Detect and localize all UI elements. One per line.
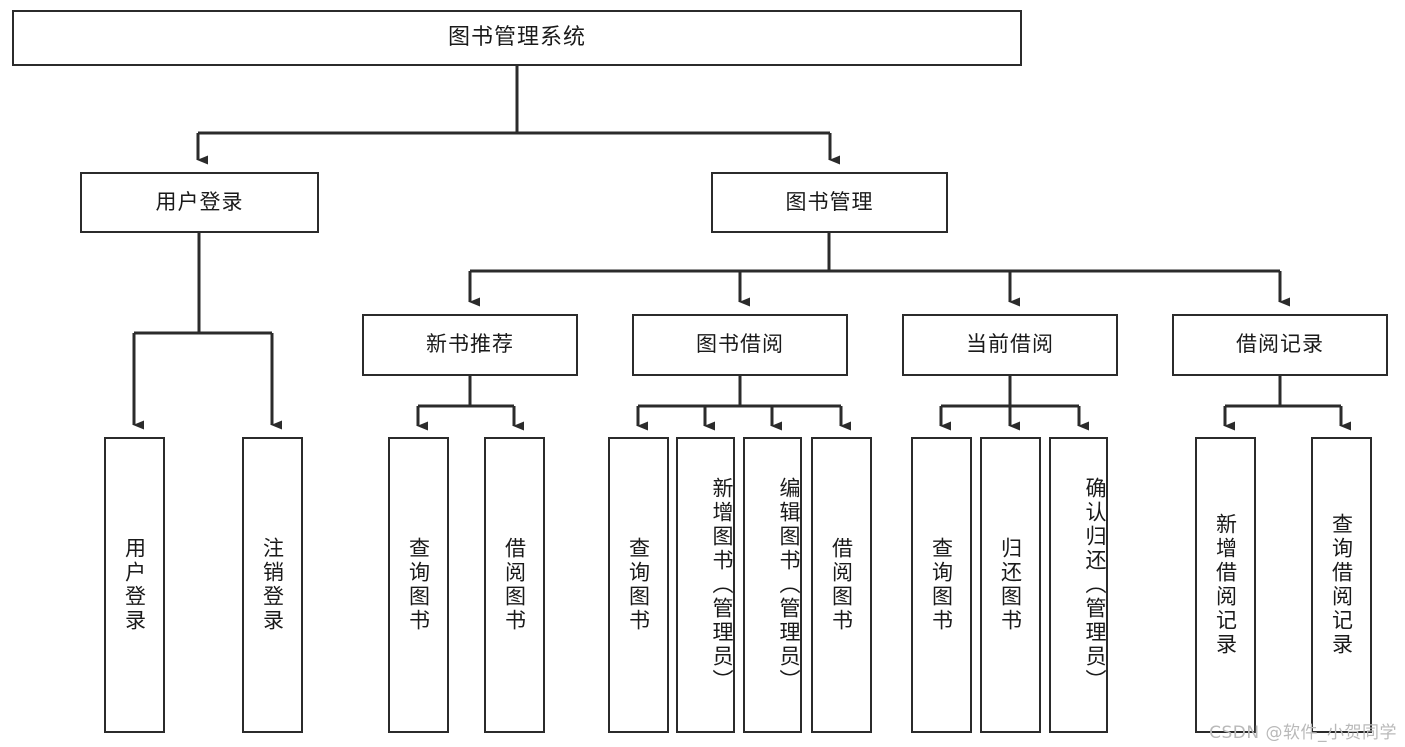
leaf-current-borrow-return[interactable]: 归还图书 bbox=[980, 437, 1041, 733]
leaf-book-borrow-query[interactable]: 查询图书 bbox=[608, 437, 669, 733]
node-current-borrow[interactable]: 当前借阅 bbox=[902, 314, 1118, 376]
node-new-book-recommend-label: 新书推荐 bbox=[426, 332, 514, 357]
node-root-label: 图书管理系统 bbox=[447, 24, 586, 50]
leaf-label: 查询图书 bbox=[929, 537, 954, 633]
leaf-book-borrow-add[interactable]: 新增图书（管理员） bbox=[676, 437, 735, 733]
leaf-new-book-borrow[interactable]: 借阅图书 bbox=[484, 437, 545, 733]
leaf-label: 查询图书 bbox=[626, 537, 651, 633]
node-user-login[interactable]: 用户登录 bbox=[80, 172, 319, 233]
csdn-watermark: CSDN @软件_小贺同学 bbox=[1209, 723, 1397, 743]
leaf-label: 借阅图书 bbox=[502, 537, 527, 633]
node-borrow-record-label: 借阅记录 bbox=[1236, 332, 1324, 357]
node-book-borrow[interactable]: 图书借阅 bbox=[632, 314, 848, 376]
node-user-login-label: 用户登录 bbox=[155, 189, 244, 214]
leaf-label: 查询借阅记录 bbox=[1329, 513, 1354, 657]
leaf-label: 编辑图书（管理员） bbox=[777, 477, 801, 693]
leaf-new-book-query[interactable]: 查询图书 bbox=[388, 437, 449, 733]
leaf-label: 查询图书 bbox=[406, 537, 431, 633]
node-root-system[interactable]: 图书管理系统 bbox=[12, 10, 1022, 66]
leaf-label: 归还图书 bbox=[998, 537, 1023, 633]
leaf-label: 确认归还（管理员） bbox=[1083, 477, 1107, 693]
leaf-label: 新增图书（管理员） bbox=[710, 477, 734, 693]
node-new-book-recommend[interactable]: 新书推荐 bbox=[362, 314, 578, 376]
leaf-book-borrow-borrow[interactable]: 借阅图书 bbox=[811, 437, 872, 733]
leaf-current-borrow-confirm-return[interactable]: 确认归还（管理员） bbox=[1049, 437, 1108, 733]
leaf-label: 注销登录 bbox=[260, 537, 285, 633]
leaf-label: 借阅图书 bbox=[829, 537, 854, 633]
node-book-management[interactable]: 图书管理 bbox=[711, 172, 948, 233]
leaf-label: 用户登录 bbox=[122, 537, 147, 633]
node-book-management-label: 图书管理 bbox=[785, 189, 874, 214]
leaf-borrow-record-add[interactable]: 新增借阅记录 bbox=[1195, 437, 1256, 733]
node-book-borrow-label: 图书借阅 bbox=[696, 332, 784, 357]
node-current-borrow-label: 当前借阅 bbox=[966, 332, 1054, 357]
leaf-book-borrow-edit[interactable]: 编辑图书（管理员） bbox=[743, 437, 802, 733]
leaf-label: 新增借阅记录 bbox=[1213, 513, 1238, 657]
node-borrow-record[interactable]: 借阅记录 bbox=[1172, 314, 1388, 376]
leaf-user-login-login[interactable]: 用户登录 bbox=[104, 437, 165, 733]
leaf-user-login-logout[interactable]: 注销登录 bbox=[242, 437, 303, 733]
leaf-current-borrow-query[interactable]: 查询图书 bbox=[911, 437, 972, 733]
leaf-borrow-record-query[interactable]: 查询借阅记录 bbox=[1311, 437, 1372, 733]
